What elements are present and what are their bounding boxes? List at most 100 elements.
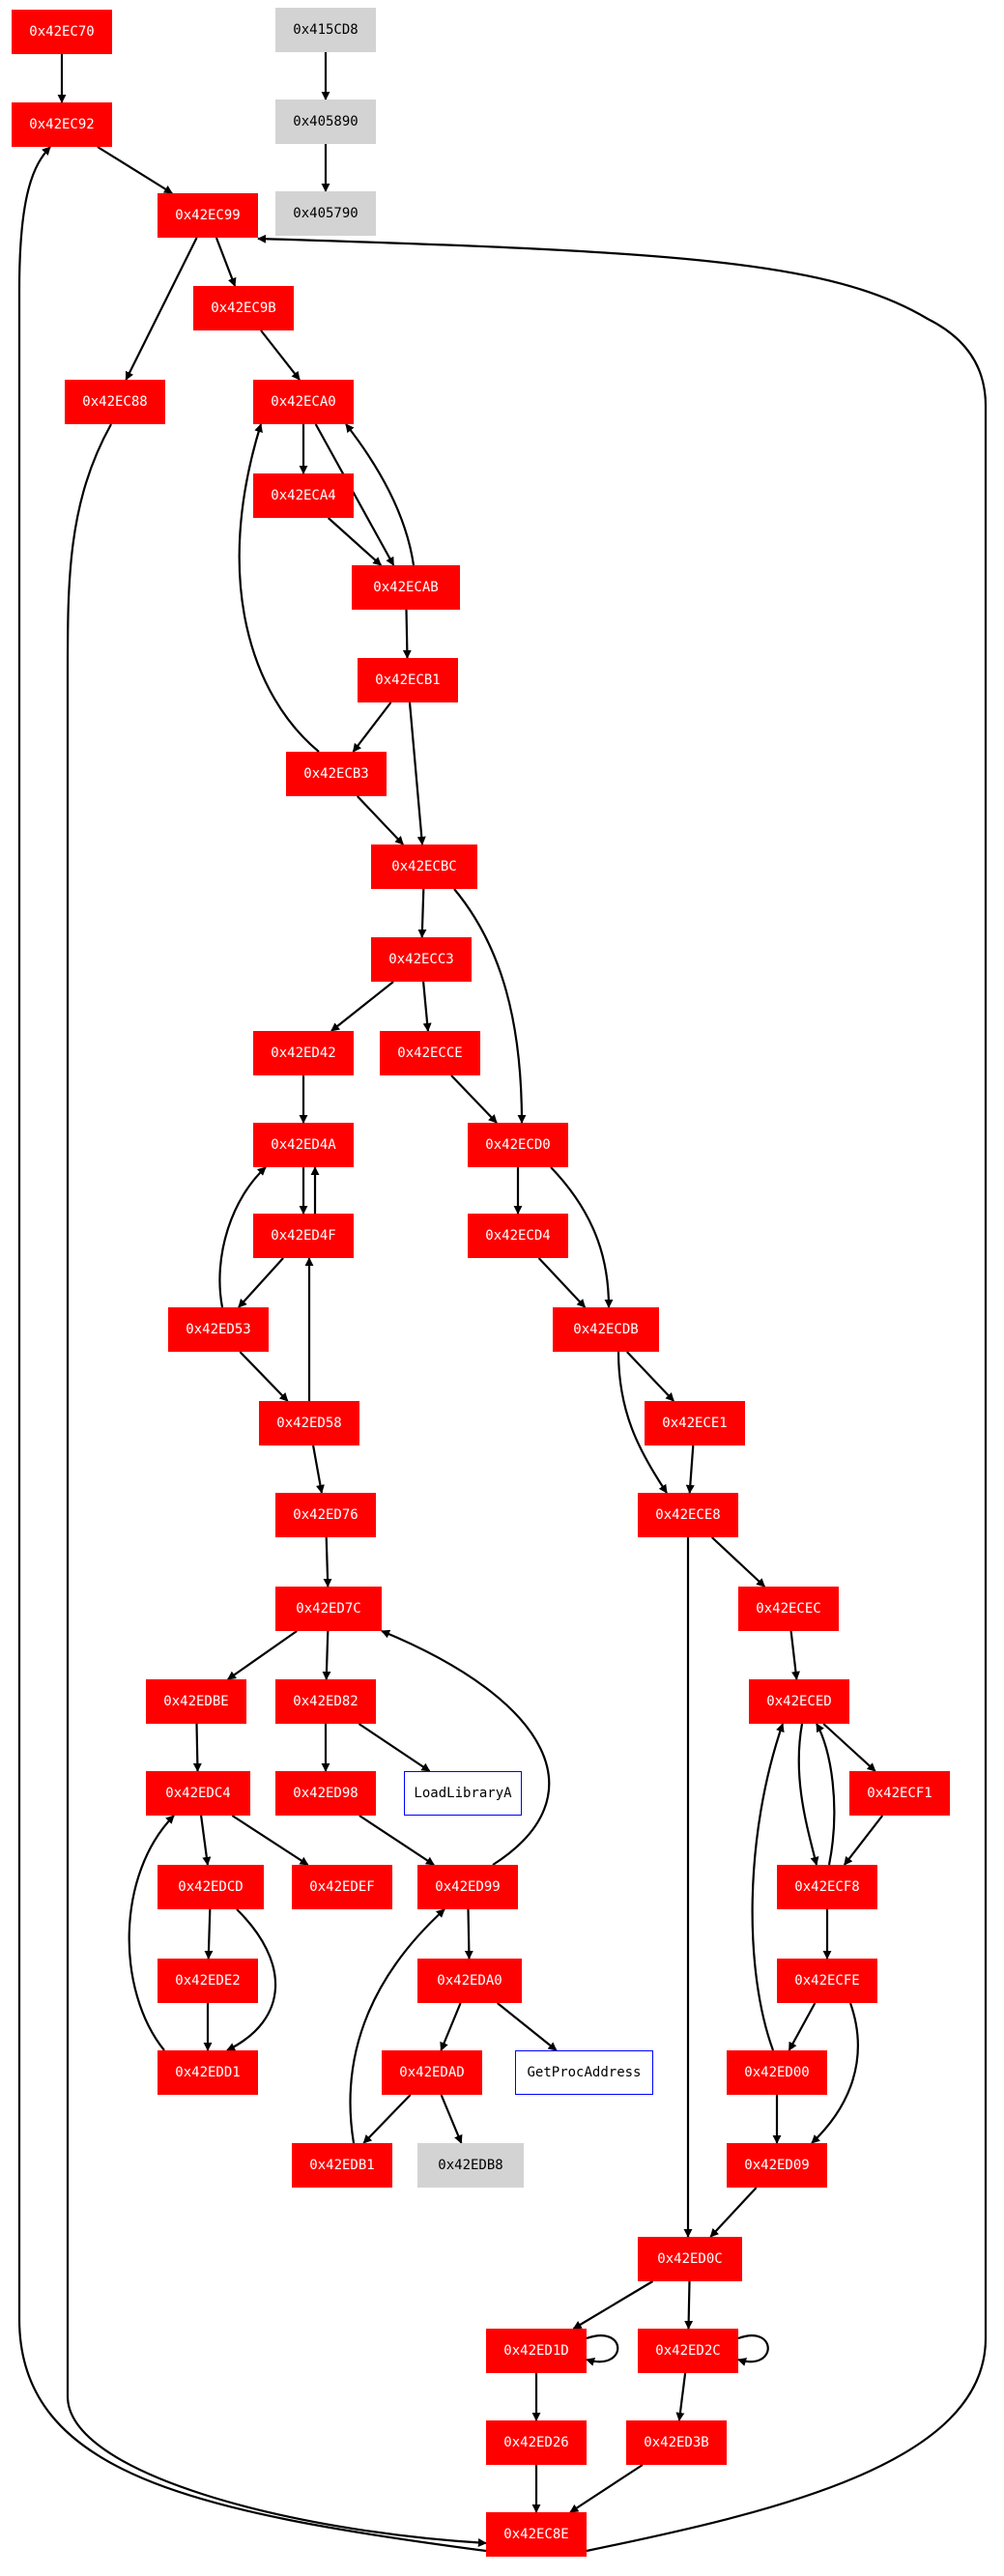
node-0x42EDEF[interactable]: 0x42EDEF <box>292 1865 392 1909</box>
edge-0x42ECF1-to-0x42ECF8 <box>843 1815 884 1866</box>
edge-0x42ECB3-to-0x42ECA0 <box>238 423 320 753</box>
node-0x42EDAD[interactable]: 0x42EDAD <box>382 2050 482 2095</box>
edge-0x42ECA0-to-0x42ECAB <box>314 423 395 566</box>
node-0x42ECC3[interactable]: 0x42ECC3 <box>371 937 472 982</box>
node-0x42EDBE[interactable]: 0x42EDBE <box>146 1679 246 1724</box>
node-0x42ECA4[interactable]: 0x42ECA4 <box>253 473 354 518</box>
node-0x42ED1D[interactable]: 0x42ED1D <box>486 2329 587 2373</box>
node-0x42EDB1[interactable]: 0x42EDB1 <box>292 2143 392 2188</box>
node-0x42ED53[interactable]: 0x42ED53 <box>168 1307 269 1352</box>
node-0x42ECD4[interactable]: 0x42ECD4 <box>468 1214 568 1258</box>
edge-0x42EDCD-to-0x42EDD1 <box>226 1908 277 2051</box>
node-0x405890[interactable]: 0x405890 <box>275 100 376 144</box>
node-0x42ECA0[interactable]: 0x42ECA0 <box>253 380 354 424</box>
edge-0x42ED09-to-0x42ED0C <box>709 2187 758 2238</box>
node-0x42EDA0[interactable]: 0x42EDA0 <box>417 1959 522 2003</box>
node-0x42EC99[interactable]: 0x42EC99 <box>158 193 258 238</box>
node-0x42ECF8[interactable]: 0x42ECF8 <box>777 1865 877 1909</box>
edge-0x42EC99-to-0x42EC9B <box>215 237 237 287</box>
edge-0x42ED0C-to-0x42ED2C <box>684 2280 694 2330</box>
edge-0x42ECDB-to-0x42ECE8 <box>617 1351 668 1494</box>
node-0x42ED0C[interactable]: 0x42ED0C <box>638 2237 742 2281</box>
node-0x42EDC4[interactable]: 0x42EDC4 <box>146 1771 250 1816</box>
node-0x42ECDB[interactable]: 0x42ECDB <box>553 1307 659 1352</box>
node-0x42ED00[interactable]: 0x42ED00 <box>727 2050 827 2095</box>
edge-0x42ED2C-to-0x42ED3B <box>675 2372 687 2421</box>
edge-0x42ED0C-to-0x42ED1D <box>572 2280 654 2330</box>
node-0x42ECB3[interactable]: 0x42ECB3 <box>286 752 387 796</box>
node-0x42ECD0[interactable]: 0x42ECD0 <box>468 1123 568 1167</box>
node-0x42ED3B[interactable]: 0x42ED3B <box>626 2420 727 2465</box>
node-0x42EC9B[interactable]: 0x42EC9B <box>193 286 294 330</box>
node-0x42EC92[interactable]: 0x42EC92 <box>12 102 112 147</box>
edge-0x42EC88-to-0x42EC8E <box>66 423 487 2548</box>
node-0x42EC70[interactable]: 0x42EC70 <box>12 10 112 54</box>
node-0x415CD8[interactable]: 0x415CD8 <box>275 8 376 52</box>
node-0x42ECE8[interactable]: 0x42ECE8 <box>638 1493 738 1537</box>
node-0x42EDE2[interactable]: 0x42EDE2 <box>158 1959 258 2003</box>
edge-0x42ECA4-to-0x42ECAB <box>327 517 383 566</box>
edge-0x42ECED-to-0x42ECF8 <box>797 1723 819 1866</box>
node-0x42EDCD[interactable]: 0x42EDCD <box>158 1865 264 1909</box>
node-0x42ECCE[interactable]: 0x42ECCE <box>380 1031 480 1075</box>
edge-0x42ECEC-to-0x42ECED <box>789 1630 800 1680</box>
node-0x42EC8E[interactable]: 0x42EC8E <box>486 2512 587 2557</box>
edge-0x42EDA0-to-0x42EDAD <box>440 2002 462 2051</box>
edge-0x42ED2C-to-0x42ED2C <box>737 2334 769 2366</box>
node-0x42ED82[interactable]: 0x42ED82 <box>275 1679 376 1724</box>
edge-0x42ECED-to-0x42ECF1 <box>822 1723 876 1772</box>
node-0x42ECFE[interactable]: 0x42ECFE <box>777 1959 877 2003</box>
node-0x42ED26[interactable]: 0x42ED26 <box>486 2420 587 2465</box>
node-0x42ECEC[interactable]: 0x42ECEC <box>738 1587 839 1631</box>
edge-0x42ECBC-to-0x42ECC3 <box>417 888 427 938</box>
node-0x42ED09[interactable]: 0x42ED09 <box>727 2143 827 2188</box>
edge-0x42ECFE-to-0x42ED00 <box>788 2002 817 2051</box>
edge-0x42ECD0-to-0x42ECDB <box>550 1166 614 1308</box>
edge-0x42ED3B-to-0x42EC8E <box>569 2464 644 2513</box>
node-LoadLibraryA[interactable]: LoadLibraryA <box>404 1771 522 1816</box>
node-0x42EDD1[interactable]: 0x42EDD1 <box>158 2050 258 2095</box>
edge-0x42EDAD-to-0x42EDB8 <box>440 2094 463 2144</box>
edge-0x42ECAB-to-0x42ECB1 <box>402 609 412 659</box>
edge-0x42EDA0-to-GetProcAddress <box>497 2002 558 2051</box>
edge-0x42ED7C-to-0x42EDBE <box>227 1630 298 1680</box>
node-0x42ECE1[interactable]: 0x42ECE1 <box>645 1401 745 1445</box>
node-0x42ECB1[interactable]: 0x42ECB1 <box>358 658 458 702</box>
node-0x42ED42[interactable]: 0x42ED42 <box>253 1031 354 1075</box>
edge-0x42ED00-to-0x42ECED <box>751 1723 785 2051</box>
node-0x42ED7C[interactable]: 0x42ED7C <box>275 1587 382 1631</box>
node-0x42ED4F[interactable]: 0x42ED4F <box>253 1214 354 1258</box>
edge-0x42ED76-to-0x42ED7C <box>323 1536 332 1588</box>
node-0x42EDB8[interactable]: 0x42EDB8 <box>417 2143 524 2188</box>
edge-0x42EDD1-to-0x42EDC4 <box>128 1815 175 2051</box>
edge-0x42EDCD-to-0x42EDE2 <box>204 1908 214 1960</box>
node-0x42ED98[interactable]: 0x42ED98 <box>275 1771 376 1816</box>
edge-0x42ECB3-to-0x42ECBC <box>357 795 404 845</box>
node-0x405790[interactable]: 0x405790 <box>275 191 376 236</box>
node-GetProcAddress[interactable]: GetProcAddress <box>515 2050 653 2095</box>
node-0x42ECBC[interactable]: 0x42ECBC <box>371 844 477 889</box>
edge-0x42EDAD-to-0x42EDB1 <box>362 2094 412 2144</box>
edge-0x42ECD4-to-0x42ECDB <box>537 1257 587 1308</box>
node-0x42ED4A[interactable]: 0x42ED4A <box>253 1123 354 1167</box>
node-0x42ECF1[interactable]: 0x42ECF1 <box>849 1771 950 1816</box>
edge-0x42ED4F-to-0x42ED53 <box>238 1257 284 1308</box>
node-0x42ED76[interactable]: 0x42ED76 <box>275 1493 376 1537</box>
edge-0x42ECDB-to-0x42ECE1 <box>626 1351 674 1402</box>
node-0x42ED2C[interactable]: 0x42ED2C <box>638 2329 738 2373</box>
edge-0x42ED98-to-0x42ED99 <box>359 1815 435 1866</box>
edge-0x42EC92-to-0x42EC99 <box>97 146 173 194</box>
edge-0x42ECE8-to-0x42ECEC <box>710 1536 766 1588</box>
edge-0x42ECE1-to-0x42ECE8 <box>685 1445 695 1494</box>
node-0x42ED99[interactable]: 0x42ED99 <box>417 1865 518 1909</box>
edge-0x42ED82-to-LoadLibraryA <box>358 1723 431 1772</box>
edge-0x42ECC3-to-0x42ECCE <box>422 981 432 1032</box>
node-0x42ECED[interactable]: 0x42ECED <box>749 1679 849 1724</box>
node-0x42ECAB[interactable]: 0x42ECAB <box>352 565 460 610</box>
node-0x42EC88[interactable]: 0x42EC88 <box>65 380 165 424</box>
node-0x42ED58[interactable]: 0x42ED58 <box>259 1401 359 1445</box>
edge-0x42ED53-to-0x42ED4A <box>218 1166 267 1308</box>
edge-0x42ECF8-to-0x42ECED <box>816 1723 836 1866</box>
